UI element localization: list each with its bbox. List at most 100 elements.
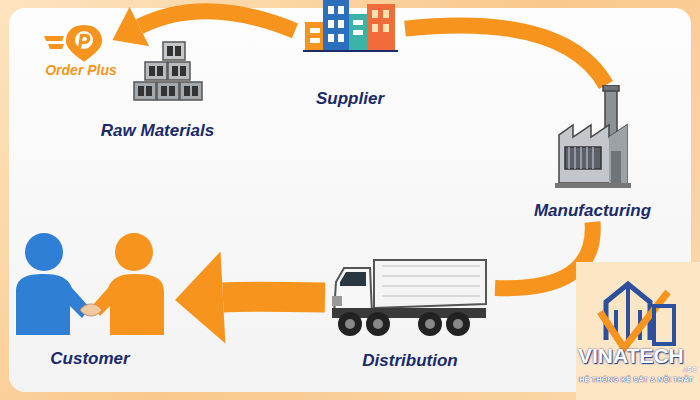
icon-part <box>334 268 372 314</box>
icon-part <box>418 312 442 336</box>
arrow-head <box>113 7 150 46</box>
icon-part <box>175 46 181 56</box>
icon-part <box>161 86 167 96</box>
icon-part <box>192 86 198 96</box>
raw-materials-node: Raw Materials <box>95 40 220 142</box>
icon-part <box>374 260 486 308</box>
order-plus-logo <box>40 22 115 64</box>
icon-part <box>565 147 601 169</box>
brand-name: Order Plus <box>36 62 126 78</box>
icon-part <box>353 20 363 25</box>
icon-part <box>184 86 190 96</box>
icon-part <box>134 82 156 100</box>
icon-part <box>338 6 344 14</box>
icon-part <box>340 272 366 286</box>
icon-part <box>10 230 170 335</box>
icon-part <box>25 233 63 271</box>
icon-part <box>609 125 627 183</box>
icon-part <box>146 86 152 96</box>
customer-icon <box>10 230 170 335</box>
icon-part <box>328 34 334 42</box>
node-label: Distribution <box>325 350 495 372</box>
icon-part <box>180 82 202 100</box>
icon-part <box>80 304 102 316</box>
icon-part <box>305 22 325 52</box>
node-label: Manufacturing <box>525 200 660 222</box>
icon-part <box>323 0 349 52</box>
arrow-shaft <box>139 11 295 31</box>
node-label: Raw Materials <box>95 120 220 142</box>
icon-part <box>603 85 619 91</box>
icon-part <box>425 319 435 329</box>
distribution-node: Distribution <box>325 252 495 372</box>
logo-building <box>654 306 674 344</box>
supplier-icon <box>303 0 398 52</box>
icon-part <box>345 319 355 329</box>
icon-part <box>373 319 383 329</box>
icon-part <box>330 252 490 340</box>
icon-part <box>338 20 344 28</box>
arrow-shaft <box>223 282 325 313</box>
company-tagline: HỆ THỐNG KỆ SẮT & NỘI THẤT <box>579 375 699 384</box>
icon-part <box>172 66 178 76</box>
icon-part <box>167 46 173 56</box>
icon-part <box>383 24 389 32</box>
icon-part <box>366 312 390 336</box>
icon-part <box>553 85 633 190</box>
logo-pin <box>65 24 103 63</box>
icon-part <box>328 20 334 28</box>
icon-part <box>16 274 90 335</box>
icon-part <box>149 66 155 76</box>
icon-part <box>310 38 320 43</box>
manufacturing-node: Manufacturing <box>525 85 660 222</box>
icon-part <box>145 62 167 80</box>
icon-part <box>168 62 190 80</box>
icon-part <box>349 14 367 52</box>
icon-part <box>611 151 621 183</box>
truck-icon <box>330 252 490 340</box>
flow-arrow <box>175 252 325 344</box>
customer-node: Customer <box>5 230 175 370</box>
icon-part <box>382 266 480 296</box>
icon-part <box>310 28 320 33</box>
node-label: Customer <box>5 348 175 370</box>
icon-part <box>559 125 627 183</box>
icon-part <box>372 10 378 18</box>
icon-part <box>569 147 593 169</box>
icon-part <box>92 274 164 335</box>
icon-part <box>328 6 334 14</box>
icon-part <box>367 4 395 52</box>
logo-check <box>600 292 668 348</box>
logo-pin-hole <box>75 31 93 49</box>
icon-part <box>338 312 362 336</box>
icon-part <box>332 296 342 306</box>
manufacturing-icon <box>553 85 633 190</box>
icon-part <box>133 40 203 102</box>
icon-part <box>303 50 398 52</box>
icon-part <box>157 82 179 100</box>
icon-part <box>555 183 631 188</box>
node-label: Supplier <box>295 88 405 110</box>
icon-part <box>338 34 344 42</box>
supplier-node: Supplier <box>295 0 405 110</box>
arrow-shaft <box>405 26 606 85</box>
icon-part <box>446 312 470 336</box>
logo-wing <box>44 36 64 41</box>
icon-part <box>453 319 463 329</box>
company-name: VINATECH <box>578 344 688 368</box>
icon-part <box>163 42 185 60</box>
raw-icon <box>133 40 203 102</box>
logo-background <box>576 262 700 400</box>
icon-part <box>115 233 153 271</box>
logo-wing <box>48 44 64 49</box>
icon-part <box>353 30 363 35</box>
icon-part <box>303 0 398 52</box>
logo-p-shape <box>78 34 90 48</box>
flow-arrow <box>113 7 296 46</box>
icon-part <box>157 66 163 76</box>
arrow-head <box>175 252 225 344</box>
company-suffix: JSC <box>683 366 700 373</box>
icon-part <box>383 10 389 18</box>
icon-part <box>169 86 175 96</box>
